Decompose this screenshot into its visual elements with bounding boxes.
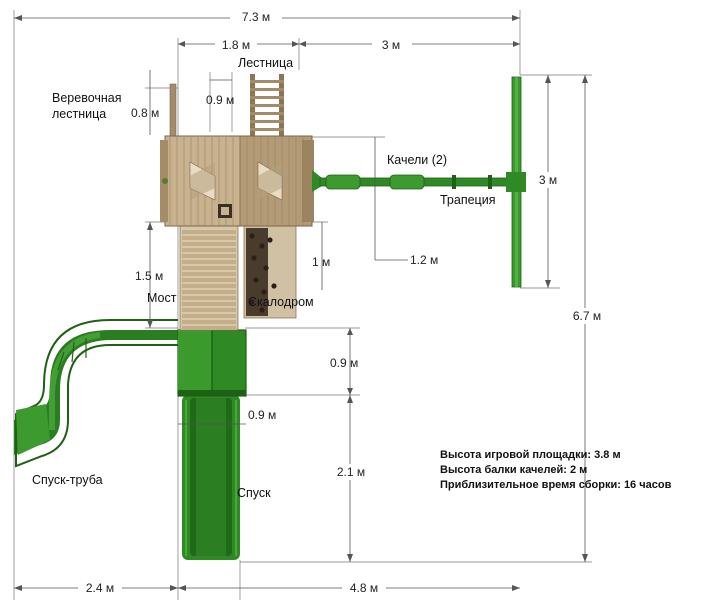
climbing-wall xyxy=(243,225,297,319)
dim-right-width: 4.8 м xyxy=(350,581,378,595)
ladder-rung xyxy=(250,128,284,131)
bridge-plank xyxy=(182,260,236,264)
climbing-hold xyxy=(271,283,277,289)
dim-total-width: 7.3 м xyxy=(242,10,270,24)
dim-total-depth: 6.7 м xyxy=(573,309,601,323)
dim-swing-offset: 1.2 м xyxy=(410,253,438,267)
dim-tube-slide-extent: 2.4 м xyxy=(86,581,114,595)
bridge-plank xyxy=(182,242,236,246)
dim-bridge-length: 1.5 м xyxy=(135,269,163,283)
dim-swing-width: 3 м xyxy=(539,173,557,187)
dim-climbing-wall-length: 1 м xyxy=(312,255,330,269)
ladder-rung xyxy=(250,80,284,83)
tower xyxy=(160,135,314,227)
ladder-rung xyxy=(250,112,284,115)
climbing-hold xyxy=(263,265,269,271)
ladder-rung xyxy=(250,104,284,107)
bridge-plank xyxy=(182,290,236,294)
climbing-hold xyxy=(249,299,255,305)
label-ladder: Лестница xyxy=(238,56,293,70)
bridge xyxy=(179,225,239,331)
bridge-plank xyxy=(182,278,236,282)
climbing-hold xyxy=(259,307,265,313)
climbing-hold xyxy=(253,277,259,283)
label-climbing-wall: Скалодром xyxy=(248,295,314,309)
tube-slide xyxy=(14,319,178,468)
label-rope-ladder-line2: лестница xyxy=(52,107,106,121)
bridge-plank xyxy=(182,248,236,252)
bridge-plank xyxy=(182,230,236,234)
dimension-labels: 7.3 м 1.8 м 3 м 0.8 м 0.9 м 3 м 6.7 м 1.… xyxy=(78,8,606,596)
dim-swing-beam-length: 3 м xyxy=(382,38,400,52)
dim-tower-width: 1.8 м xyxy=(222,38,250,52)
climbing-hold xyxy=(259,243,265,249)
bridge-plank xyxy=(182,272,236,276)
bridge-plank xyxy=(182,236,236,240)
spec-swing-beam-height: Высота балки качелей: 2 м xyxy=(440,464,587,476)
bridge-plank xyxy=(182,266,236,270)
dim-slide-platform-offset: 0.9 м xyxy=(330,356,358,370)
spec-assembly-time: Приблизительное время сборки: 16 часов xyxy=(440,479,672,491)
specs-block: Высота игровой площадки: 3.8 м Высота ба… xyxy=(440,449,672,491)
spec-play-height: Высота игровой площадки: 3.8 м xyxy=(440,449,621,461)
straight-slide xyxy=(182,395,240,560)
rope-ladder xyxy=(169,83,177,137)
part-labels: Веревочная лестница Лестница Качели (2) … xyxy=(32,56,495,500)
dim-rope-ladder-height: 0.8 м xyxy=(131,106,159,120)
bridge-plank xyxy=(182,308,236,312)
bridge-plank xyxy=(182,284,236,288)
climbing-hold xyxy=(249,233,255,239)
label-rope-ladder-line1: Веревочная xyxy=(52,91,122,105)
climbing-hold xyxy=(251,255,257,261)
bridge-plank xyxy=(182,314,236,318)
dim-slide-width: 0.9 м xyxy=(248,408,276,422)
bridge-plank xyxy=(182,326,236,330)
label-slide: Спуск xyxy=(237,486,271,500)
bridge-plank xyxy=(182,302,236,306)
bridge-plank xyxy=(182,254,236,258)
ladder-rung xyxy=(250,96,284,99)
label-trapeze: Трапеция xyxy=(440,193,495,207)
bridge-plank xyxy=(182,320,236,324)
label-bridge: Мост xyxy=(147,291,177,305)
bridge-plank xyxy=(182,296,236,300)
label-tube-slide: Спуск-труба xyxy=(32,473,103,487)
climbing-hold xyxy=(261,289,267,295)
dim-ladder-width: 0.9 м xyxy=(206,93,234,107)
swing-beam xyxy=(312,76,526,288)
climbing-hold xyxy=(267,237,273,243)
dim-slide-length: 2.1 м xyxy=(337,465,365,479)
slide-platform xyxy=(177,329,247,397)
label-swings: Качели (2) xyxy=(387,153,447,167)
ladder xyxy=(250,74,284,136)
ladder-rung xyxy=(250,120,284,123)
ladder-rung xyxy=(250,88,284,91)
